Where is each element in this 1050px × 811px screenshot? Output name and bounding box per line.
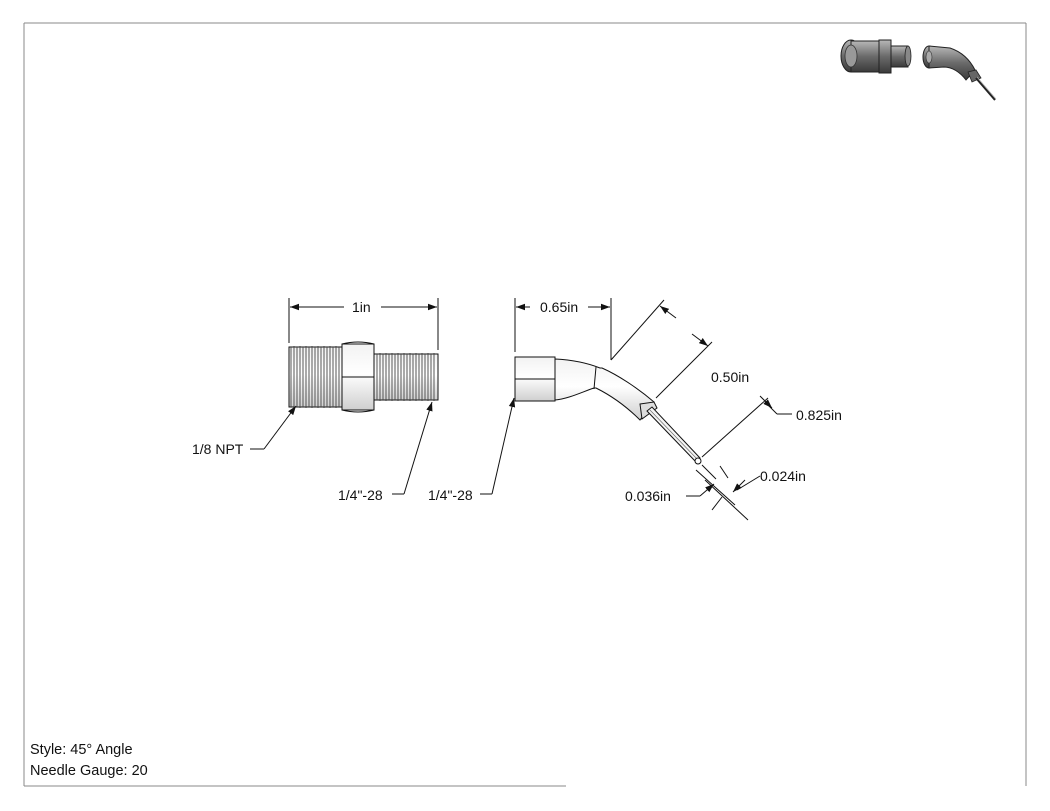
dim-bend-segment-text: 0.50in bbox=[711, 369, 749, 385]
dim-tip-length bbox=[514, 298, 612, 360]
note-needle-gauge: Needle Gauge: 20 bbox=[30, 763, 148, 779]
note-style: Style: 45° Angle bbox=[30, 742, 133, 758]
dim-needle-diameters bbox=[686, 464, 761, 521]
dim-bend-segment bbox=[610, 299, 713, 399]
dim-adapter-length bbox=[288, 298, 439, 350]
npt-thread-lines bbox=[290, 346, 340, 408]
callout-male-thread: 1/4"-28 bbox=[338, 487, 383, 503]
dim-tip-length-text: 0.65in bbox=[540, 299, 578, 315]
drawing-notes: Style: 45° Angle Needle Gauge: 20 bbox=[30, 740, 148, 782]
dim-needle-id-text: 0.024in bbox=[760, 468, 806, 484]
sheet-border bbox=[23, 22, 1027, 787]
needle-tip-part bbox=[514, 356, 702, 465]
callout-npt: 1/8 NPT bbox=[192, 441, 244, 457]
dim-needle-length bbox=[701, 395, 792, 458]
dim-needle-od-text: 0.036in bbox=[625, 488, 671, 504]
callout-female-thread: 1/4"-28 bbox=[428, 487, 473, 503]
dim-needle-length-text: 0.825in bbox=[796, 407, 842, 423]
adapter-part bbox=[288, 341, 439, 413]
male-thread-lines bbox=[376, 353, 435, 401]
iso-preview-needle-tip bbox=[922, 45, 997, 101]
iso-preview-adapter bbox=[840, 39, 912, 74]
dim-adapter-length-text: 1in bbox=[352, 299, 371, 315]
callout-leaders bbox=[250, 397, 516, 495]
